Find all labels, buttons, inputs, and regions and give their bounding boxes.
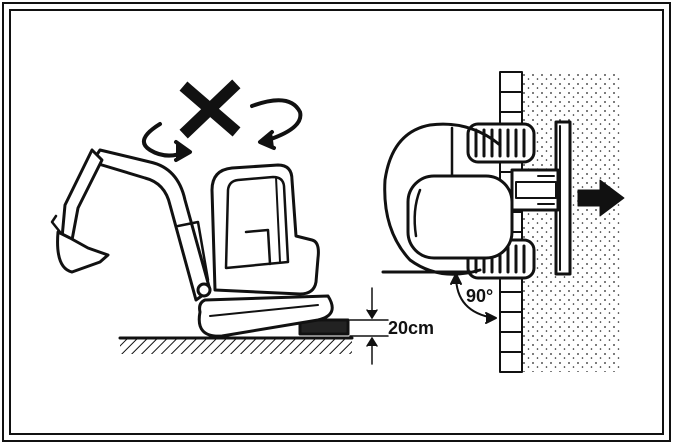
dimension-marker [350,288,388,364]
cross-x-icon [188,88,232,130]
bucket [58,232,108,272]
clearance-label: 20cm [388,318,434,338]
rotate-right-arrow-icon [252,100,300,148]
arm [62,150,102,240]
boom [92,150,210,300]
terrain-dotted [522,72,622,372]
angle-label: 90° [466,286,493,306]
cab-top [408,176,512,258]
excavator-side-view [52,88,388,364]
ground-hatch [120,338,352,354]
